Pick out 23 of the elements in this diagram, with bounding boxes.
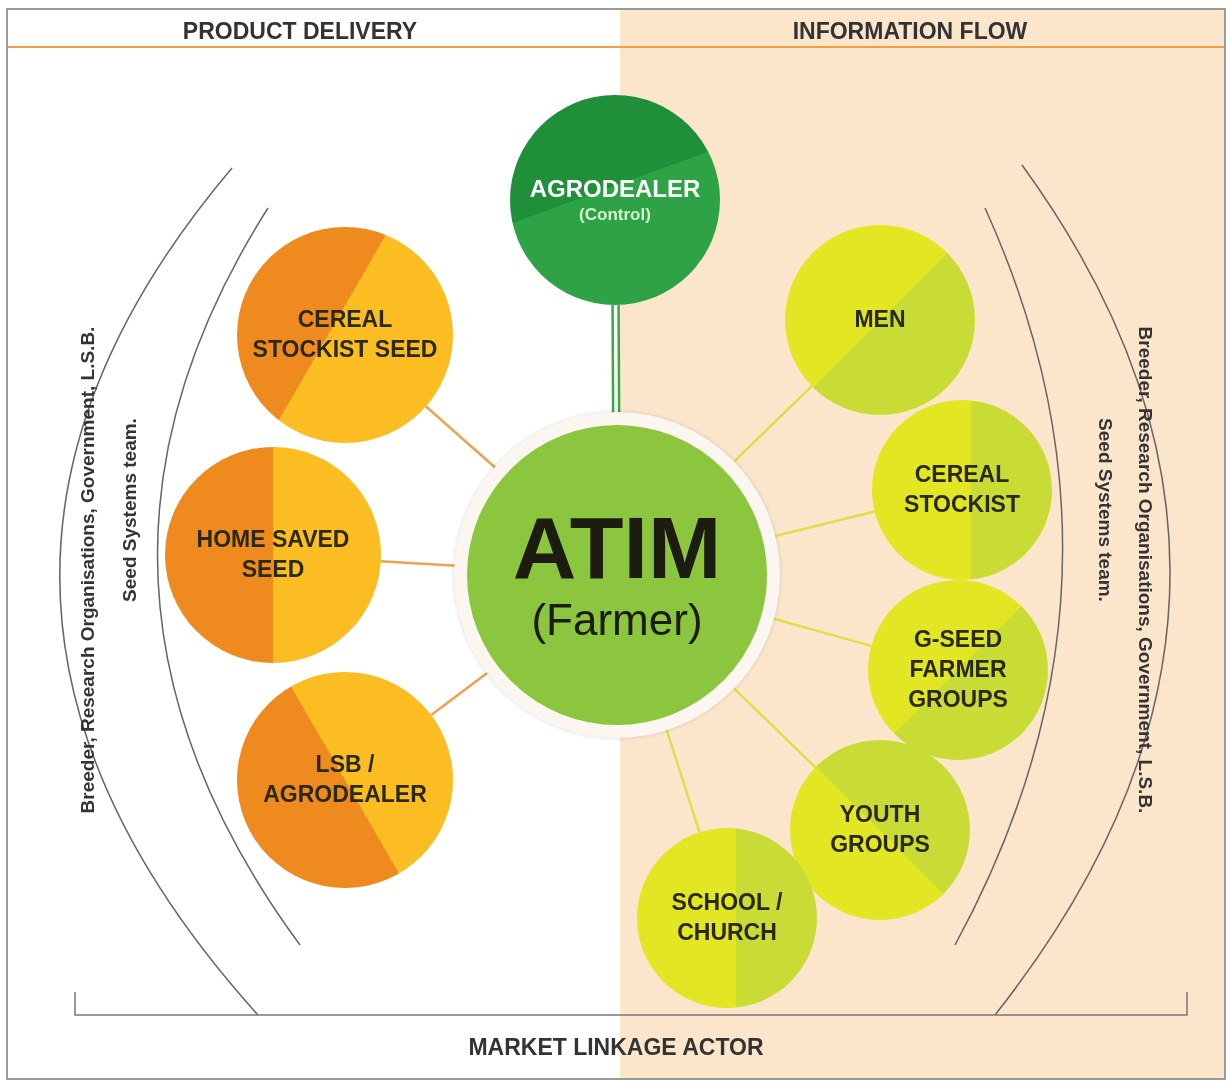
node-label: G-SEED FARMER GROUPS (907, 625, 1009, 714)
connector-line (731, 385, 813, 464)
node-label: MEN (853, 305, 907, 335)
connector-line (731, 686, 817, 769)
side-label: Breeder, Research Organisations, Government, L.S.B. (1134, 325, 1157, 816)
node-label: LSB / AGRODEALER (262, 750, 428, 809)
connector-line (425, 405, 498, 470)
section-header: INFORMATION FLOW (791, 17, 1029, 46)
node-label: CEREAL STOCKIST (903, 460, 1021, 519)
side-label: Seed Systems team. (1094, 417, 1117, 604)
side-label: Seed Systems team. (118, 417, 141, 604)
section-header: PRODUCT DELIVERY (181, 17, 419, 46)
node-label: YOUTH GROUPS (829, 800, 931, 859)
node-label: CEREAL STOCKIST SEED (251, 305, 439, 364)
connector-line (430, 670, 490, 716)
node-label: SCHOOL / CHURCH (670, 888, 784, 947)
node-label: (Control) (579, 204, 651, 226)
side-label: Breeder, Research Organisations, Government, L.S.B. (76, 325, 99, 816)
node-label: HOME SAVED SEED (195, 525, 351, 584)
node-label: ATIM (512, 503, 722, 592)
node-label: AGRODEALER (529, 174, 701, 205)
node-label: (Farmer) (531, 593, 703, 646)
footer-label: MARKET LINKAGE ACTOR (467, 1033, 765, 1062)
